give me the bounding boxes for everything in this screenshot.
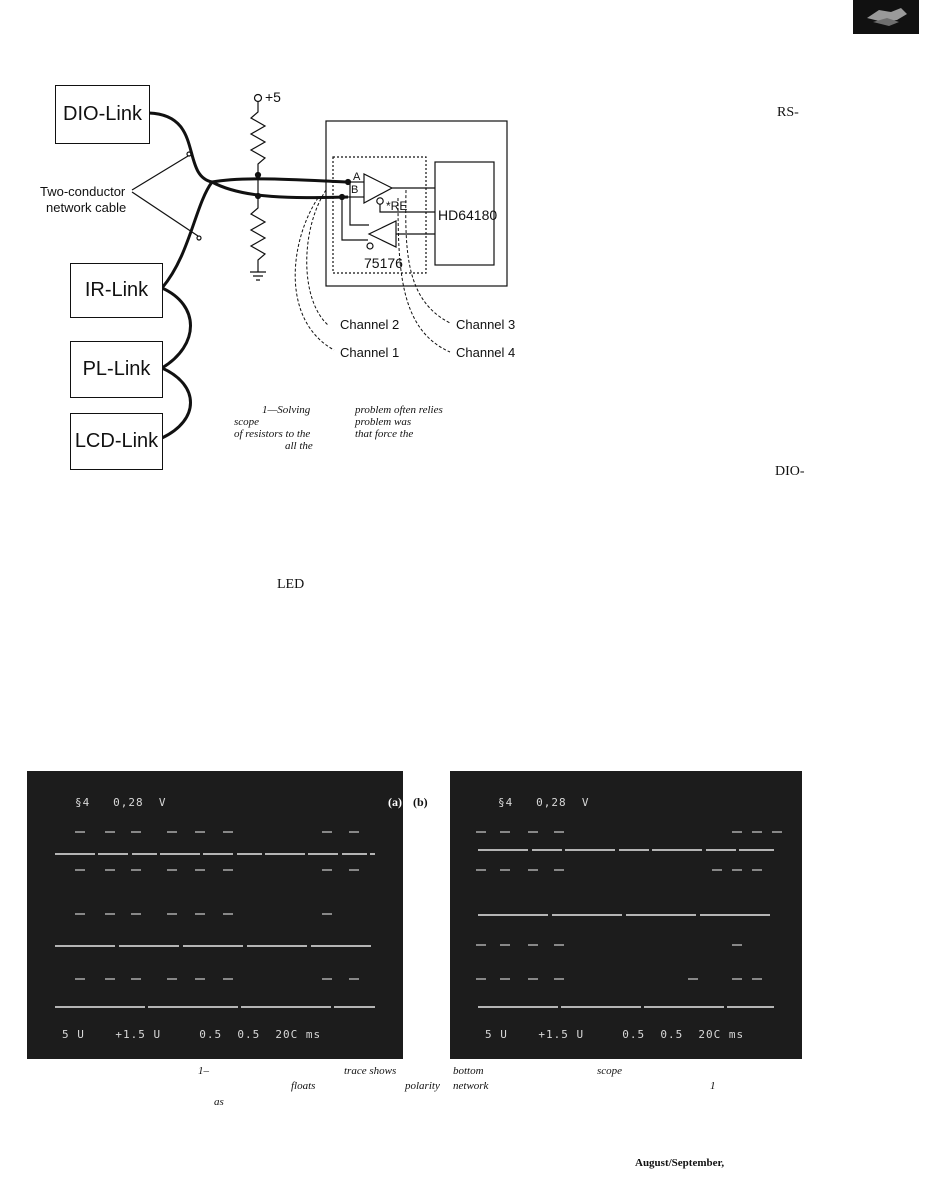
ir-link-box: IR-Link bbox=[70, 263, 163, 318]
cpu-label: HD64180 bbox=[438, 207, 498, 223]
re-label: *RE bbox=[386, 199, 408, 213]
bottom-caption-fragment: as bbox=[214, 1096, 224, 1108]
pin-a-label: A bbox=[353, 171, 361, 183]
cable-label-line2: network cable bbox=[46, 200, 127, 215]
side-text-rs: RS- bbox=[777, 105, 799, 120]
corner-logo bbox=[853, 0, 919, 34]
caption-fragment: of resistors to the bbox=[234, 428, 311, 440]
pl-link-label: PL-Link bbox=[82, 358, 151, 380]
pin-b-label: B bbox=[351, 184, 359, 196]
side-text-led: LED bbox=[277, 577, 305, 592]
lcd-link-box: LCD-Link bbox=[70, 413, 163, 470]
circuit-diagram bbox=[131, 93, 508, 440]
bottom-caption-fragment: floats bbox=[291, 1080, 316, 1092]
panel-tag-b: (b) bbox=[413, 795, 428, 809]
scope-b-top-readout: §4 0,28 V bbox=[498, 796, 590, 809]
channel-3-label: Channel 3 bbox=[456, 317, 516, 332]
lcd-link-label: LCD-Link bbox=[74, 430, 159, 452]
scope-screen-b bbox=[450, 771, 802, 1059]
footer-issue-date: August/September, bbox=[635, 1157, 725, 1169]
caption-fragment: scope bbox=[234, 416, 260, 428]
bottom-caption-fragment: bottom bbox=[453, 1065, 484, 1077]
channel-2-label: Channel 2 bbox=[340, 317, 400, 332]
channel-1-label: Channel 1 bbox=[340, 345, 400, 360]
side-text-dio: DIO- bbox=[775, 464, 805, 479]
caption-fragment: that force the bbox=[355, 428, 414, 440]
caption-fragment: problem was bbox=[355, 416, 412, 428]
caption-fragment: problem often relies bbox=[355, 404, 443, 416]
caption-fragment: 1—Solving bbox=[262, 404, 311, 416]
dio-link-box: DIO-Link bbox=[55, 85, 150, 144]
bottom-caption-fragment: 1– bbox=[198, 1065, 209, 1077]
cable-label-line1: Two-conductor bbox=[40, 184, 126, 199]
dio-link-label: DIO-Link bbox=[63, 103, 142, 125]
panel-tag-a: (a) bbox=[388, 795, 402, 809]
scope-a-bottom-readout: 5 U +1.5 U 0.5 0.5 20C ms bbox=[62, 1028, 322, 1041]
ir-link-label: IR-Link bbox=[84, 279, 149, 301]
bottom-caption-fragment: network bbox=[453, 1080, 489, 1092]
bottom-caption-fragment: polarity bbox=[405, 1080, 440, 1092]
supply-label: +5 bbox=[265, 89, 281, 105]
scope-b-bottom-readout: 5 U +1.5 U 0.5 0.5 20C ms bbox=[485, 1028, 745, 1041]
scope-a-top-readout: §4 0,28 V bbox=[75, 796, 167, 809]
caption-fragment: all the bbox=[285, 440, 313, 452]
scope-screen-a bbox=[27, 771, 403, 1059]
transceiver-label: 75176 bbox=[364, 255, 403, 271]
channel-4-label: Channel 4 bbox=[456, 345, 516, 360]
bottom-caption-fragment: scope bbox=[597, 1065, 623, 1077]
bottom-caption-fragment: 1 bbox=[710, 1080, 716, 1092]
bottom-caption-fragment: trace shows bbox=[344, 1065, 397, 1077]
pl-link-box: PL-Link bbox=[70, 341, 163, 398]
